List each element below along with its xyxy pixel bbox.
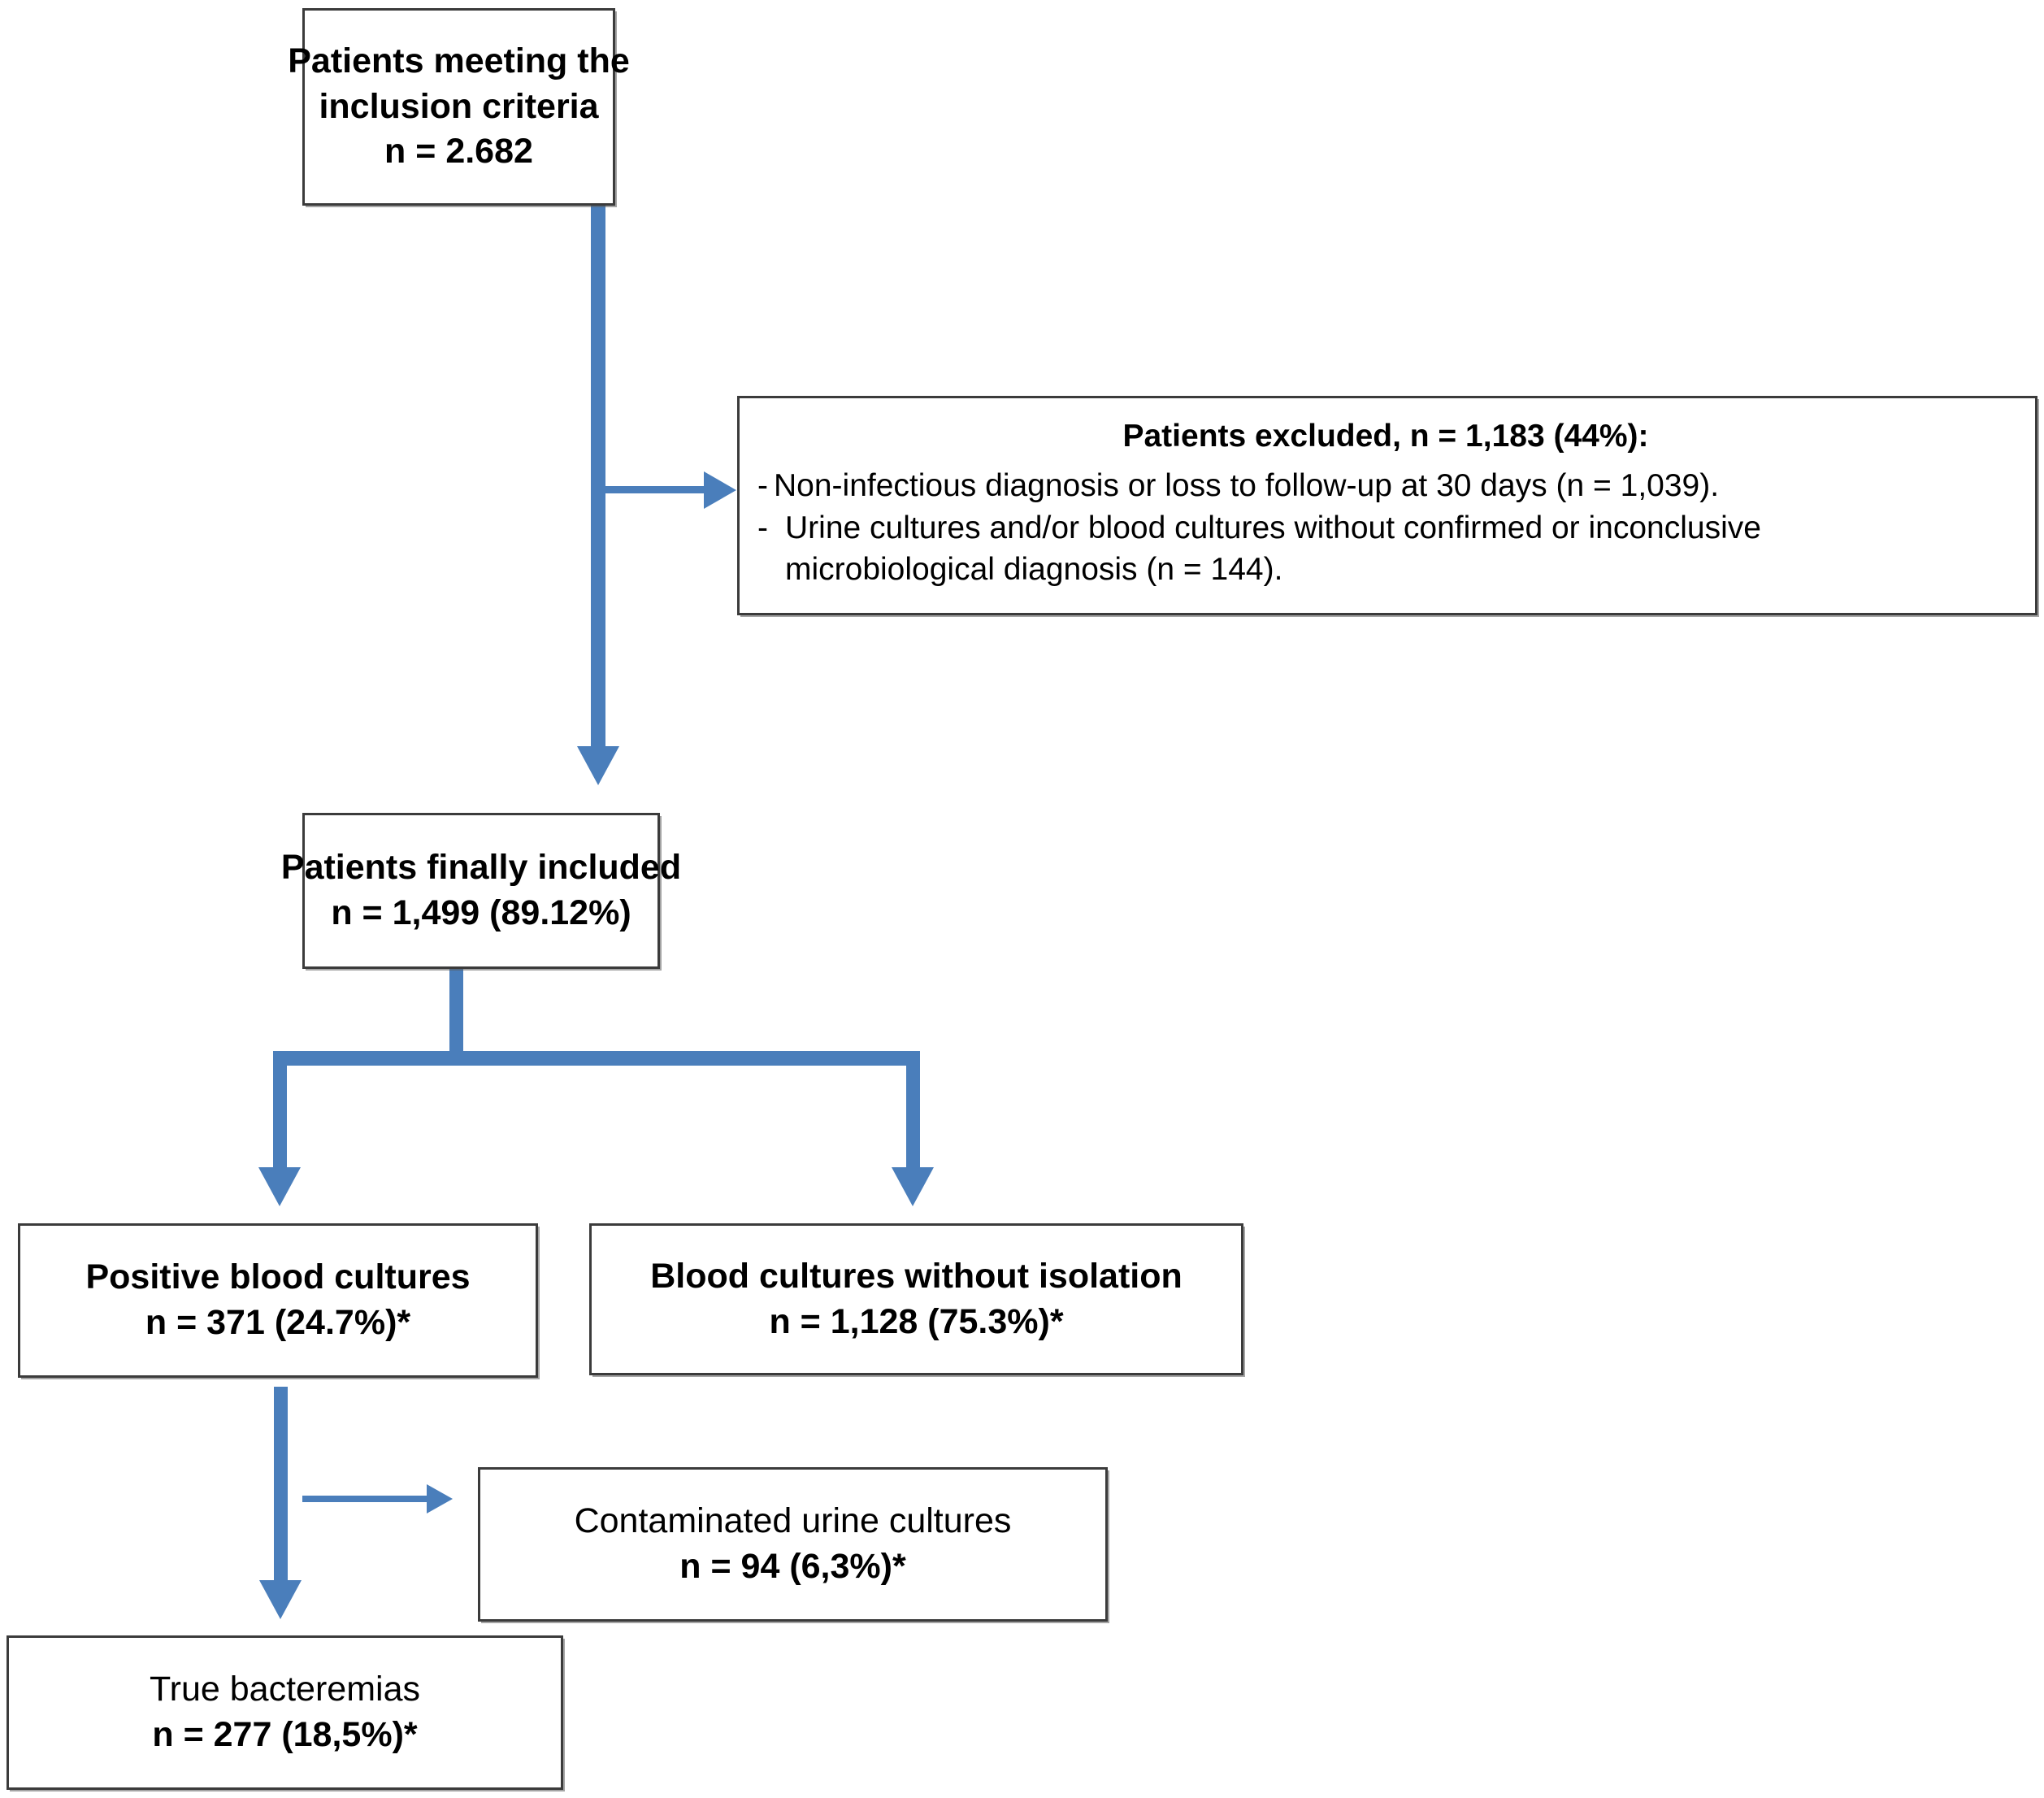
- node-positive-count: n = 371 (24.7%)*: [145, 1303, 411, 1342]
- node-excluded-item-1: - Non-infectious diagnosis or loss to fo…: [757, 466, 2014, 507]
- connector-included-to-noisolation: [906, 1051, 920, 1175]
- connector-included-split-stem: [449, 969, 463, 1057]
- arrowhead-inclusion-to-included: [577, 746, 619, 785]
- arrowhead-positive-to-contaminated: [427, 1484, 453, 1514]
- node-truebact-title: True bacteremias: [150, 1670, 420, 1709]
- node-patients-excluded: Patients excluded, n = 1,183 (44%): - No…: [737, 396, 2037, 615]
- arrowhead-positive-to-truebacteremias: [259, 1580, 302, 1619]
- connector-included-split-bar: [273, 1051, 920, 1066]
- connector-inclusion-to-included: [591, 206, 605, 748]
- node-excluded-item-2-body: Urine cultures and/or blood cultures wit…: [785, 508, 1761, 590]
- bullet-dash-icon: -: [757, 510, 768, 546]
- node-truebact-count: n = 277 (18,5%)*: [152, 1715, 418, 1754]
- connector-included-to-positive: [273, 1051, 287, 1175]
- node-contaminated-urine-cultures: Contaminated urine cultures n = 94 (6,3%…: [478, 1467, 1108, 1622]
- arrowhead-inclusion-to-excluded: [704, 471, 736, 509]
- node-inclusion-criteria: Patients meeting the inclusion criteria …: [288, 8, 630, 206]
- node-excluded-item-1-text: Non-infectious diagnosis or loss to foll…: [774, 467, 1720, 503]
- node-included-title: Patients finally included: [280, 848, 682, 888]
- node-excluded-item-2-line2: microbiological diagnosis (n = 144).: [785, 552, 1283, 588]
- node-excluded-item-2: - Urine cultures and/or blood cultures w…: [757, 508, 2014, 590]
- node-excluded-item-2-line1: Urine cultures and/or blood cultures wit…: [785, 510, 1761, 546]
- node-inclusion-title-line2: inclusion criteria: [319, 86, 599, 126]
- node-contaminated-count: n = 94 (6,3%)*: [679, 1547, 906, 1586]
- node-true-bacteremias: True bacteremias n = 277 (18,5%)*: [7, 1635, 563, 1790]
- node-excluded-title: Patients excluded, n = 1,183 (44%):: [1122, 419, 1649, 454]
- connector-positive-to-truebacteremias: [274, 1387, 288, 1586]
- node-inclusion-title-line1: Patients meeting the: [288, 41, 630, 80]
- bullet-dash-icon: -: [757, 467, 768, 503]
- connector-positive-to-contaminated: [302, 1496, 432, 1502]
- node-noisolation-count: n = 1,128 (75.3%)*: [769, 1301, 1064, 1341]
- node-included-count: n = 1,499 (89.12%): [331, 893, 631, 932]
- node-contaminated-title: Contaminated urine cultures: [574, 1501, 1012, 1541]
- node-noisolation-title: Blood cultures without isolation: [650, 1256, 1183, 1296]
- arrowhead-included-to-noisolation: [892, 1167, 934, 1206]
- node-blood-cultures-without-isolation: Blood cultures without isolation n = 1,1…: [589, 1223, 1243, 1375]
- connector-inclusion-to-excluded: [605, 486, 710, 493]
- node-positive-blood-cultures: Positive blood cultures n = 371 (24.7%)*: [18, 1223, 538, 1378]
- arrowhead-included-to-positive: [258, 1167, 301, 1206]
- node-inclusion-count: n = 2.682: [384, 132, 533, 172]
- node-patients-finally-included: Patients finally included n = 1,499 (89.…: [281, 813, 681, 969]
- node-positive-title: Positive blood cultures: [85, 1257, 471, 1297]
